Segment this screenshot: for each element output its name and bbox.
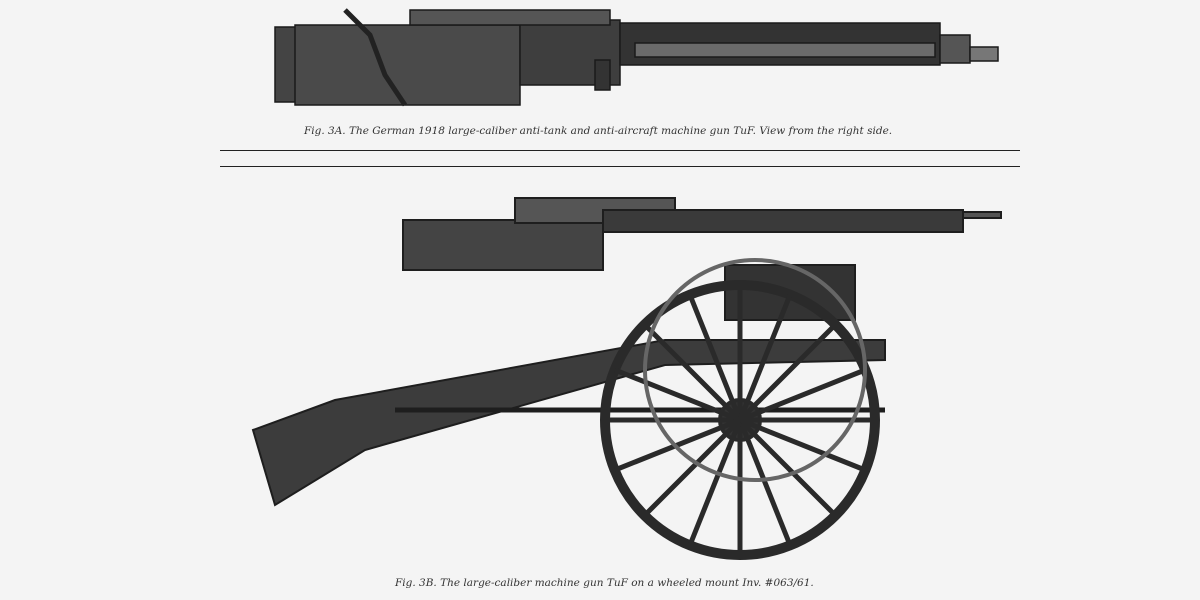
divider-bottom — [220, 166, 1020, 167]
figure-3a-caption: Fig. 3A. The German 1918 large-caliber a… — [304, 125, 893, 137]
figure-3b-photo — [251, 197, 1002, 560]
divider-top — [220, 150, 1020, 151]
figure-3a-photo — [274, 8, 999, 107]
figure-3b-caption: Fig. 3B. The large-caliber machine gun T… — [395, 577, 814, 589]
